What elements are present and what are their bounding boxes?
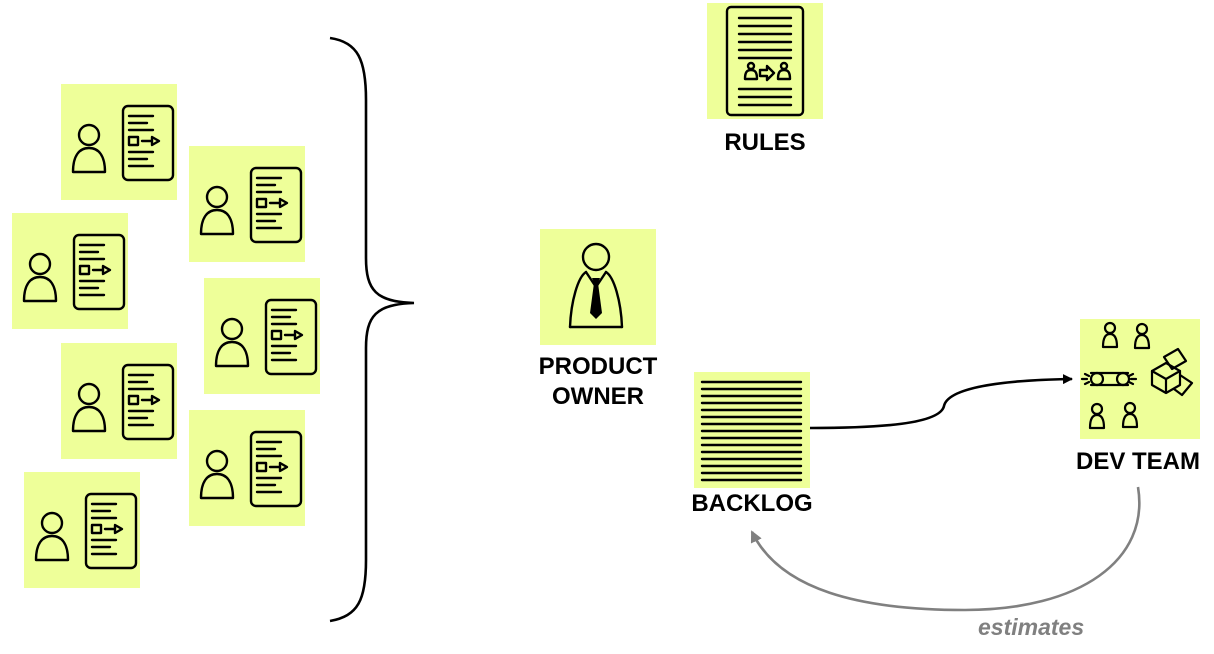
stakeholder-note-6	[189, 410, 305, 526]
estimates-arrow	[750, 486, 1141, 612]
person-with-document-icon	[214, 298, 318, 376]
backlog-to-dev-team-arrow	[809, 374, 1073, 430]
person-with-tie-icon	[568, 242, 624, 329]
person-with-document-icon	[22, 233, 126, 311]
stakeholder-note-1	[61, 84, 177, 200]
stakeholder-note-3	[12, 213, 128, 329]
backlog-label: BACKLOG	[691, 490, 813, 517]
estimates-label: estimates	[978, 614, 1085, 640]
product-owner-label-line1: PRODUCT	[538, 353, 658, 380]
product-owner-label-line2: OWNER	[552, 383, 644, 410]
stakeholder-note-7	[24, 472, 140, 588]
backlog-note	[694, 372, 810, 488]
person-with-document-icon	[71, 363, 175, 441]
rules-label: RULES	[724, 129, 806, 156]
stakeholder-note-2	[189, 146, 305, 262]
person-with-document-icon	[34, 492, 138, 570]
team-conveyor-boxes-icon	[1080, 321, 1194, 430]
product-owner-note	[540, 229, 656, 345]
stakeholder-note-4	[204, 278, 320, 394]
grouping-curly-brace	[329, 36, 415, 623]
person-with-document-icon	[199, 166, 303, 244]
product-owner-label: PRODUCT OWNER	[520, 352, 676, 412]
dev-team-note	[1080, 319, 1200, 439]
person-with-document-icon	[199, 430, 303, 508]
dev-team-label: DEV TEAM	[1075, 448, 1200, 475]
stakeholder-note-5	[61, 343, 177, 459]
rules-document-icon	[725, 5, 805, 117]
rules-note	[707, 3, 823, 119]
lined-list-icon	[700, 380, 803, 482]
person-with-document-icon	[71, 104, 175, 182]
